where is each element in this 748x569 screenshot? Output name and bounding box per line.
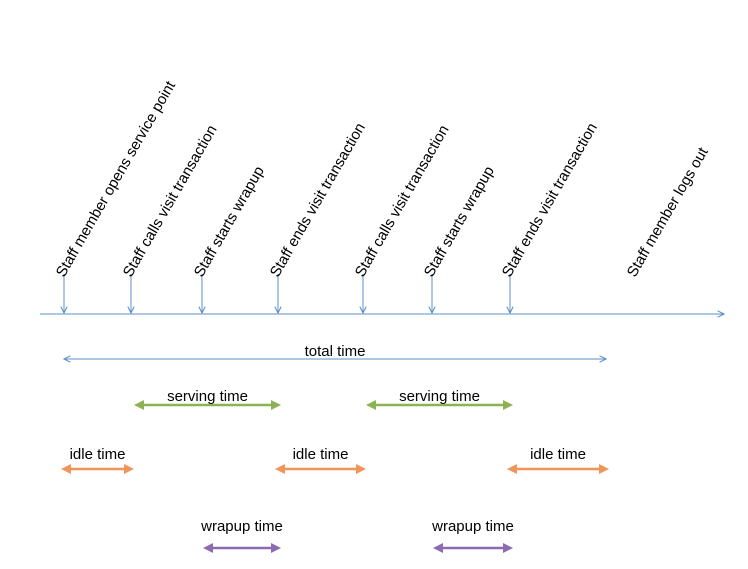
event-label: Staff starts wrapup: [191, 163, 268, 280]
idle-time-label: idle time: [293, 446, 349, 463]
idle-time-label: idle time: [70, 446, 126, 463]
wrapup-time-label: wrapup time: [200, 518, 283, 535]
event-label: Staff member opens service point: [53, 78, 180, 280]
event-label: Staff starts wrapup: [421, 163, 498, 280]
event-label: Staff member logs out: [624, 144, 712, 280]
total-time-label: total time: [305, 343, 366, 360]
event-label: Staff ends visit transaction: [267, 120, 369, 280]
serving-time-label: serving time: [399, 388, 480, 405]
time-spans: total time serving time serving time idle t…: [61, 343, 609, 553]
wrapup-time-label: wrapup time: [431, 518, 514, 535]
event-label: Staff ends visit transaction: [499, 120, 601, 280]
idle-time-label: idle time: [530, 446, 586, 463]
serving-time-label: serving time: [167, 388, 248, 405]
